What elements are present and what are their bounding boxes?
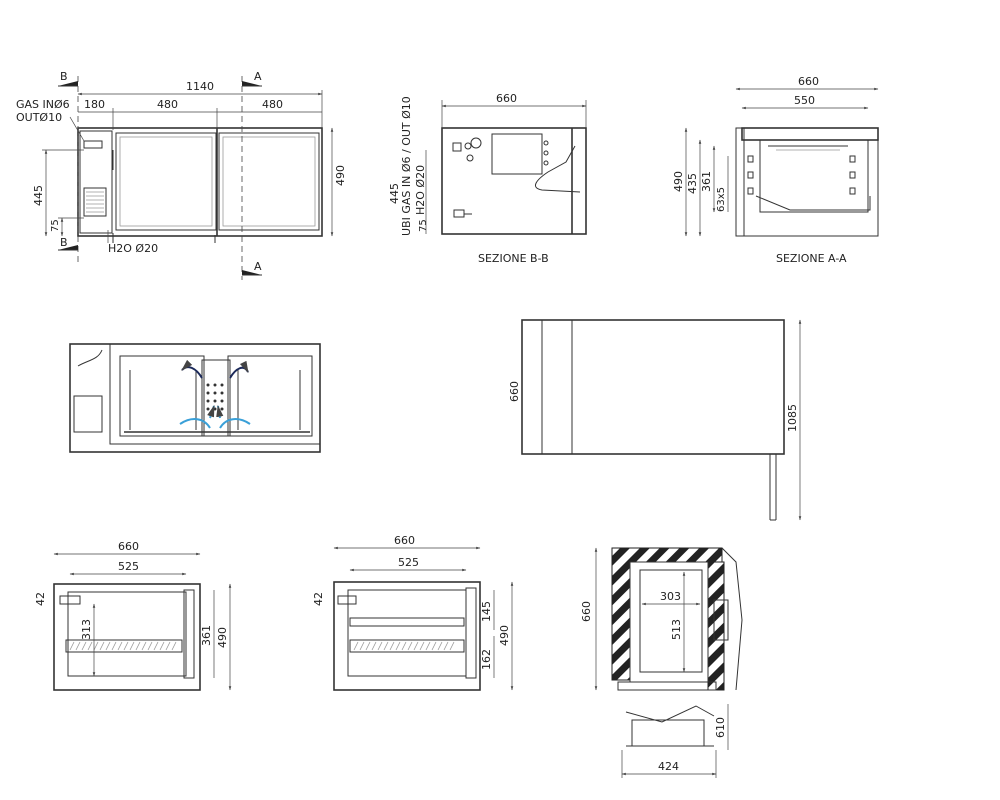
br-dim-660: 660 [580,601,593,622]
bb-dim-660: 660 [496,92,517,105]
section-marker-b-bottom: B [58,236,78,251]
section-aa-caption: SEZIONE A-A [776,252,847,265]
dim-445: 445 [32,185,45,206]
section-label-a-bottom: A [254,260,262,273]
bm-dim-145: 145 [480,601,493,622]
bm-dim-42: 42 [312,592,325,606]
glass-door-left [115,132,217,231]
bl-dim-313: 313 [80,619,93,640]
aa-dim-490: 490 [672,171,685,192]
aa-dim-550: 550 [794,94,815,107]
bb-dim-75: 75 [418,219,429,232]
bl-dim-42: 42 [34,592,47,606]
section-label-a-top: A [254,70,262,83]
plan-view-top: 1085 660 [508,319,802,521]
wall-hatch-right [707,561,725,691]
br-dim-513: 513 [670,619,683,640]
bl-dim-361: 361 [200,625,213,646]
bb-gas-label: UBI GAS IN Ø6 / OUT Ø10 [400,96,413,236]
section-label-b-bottom: B [60,236,68,249]
plan-dim-1085: 1085 [786,404,799,432]
airflow-arrow-left [181,359,203,379]
plan-view-airflow [69,343,321,453]
section-bb-caption: SEZIONE B-B [478,252,549,265]
aa-dim-435: 435 [686,173,699,194]
aa-dim-361: 361 [700,171,713,192]
dim-490: 490 [334,165,347,186]
gas-pipe [534,145,581,193]
bm-dim-660: 660 [394,534,415,547]
glass-door-right [218,132,320,231]
wall-hatch-left [611,547,723,681]
aa-dim-63x5: 63x5 [716,187,727,212]
dim-480-right: 480 [262,98,283,111]
side-section-middle: 660 525 145 162 490 42 [312,534,514,691]
cold-air-left [179,418,211,429]
grille-left [69,641,177,651]
gas-connector [83,140,103,149]
section-marker-a-bottom: A [242,260,262,276]
dim-75: 75 [50,219,61,232]
br-dim-303: 303 [660,590,681,603]
bl-dim-490: 490 [216,627,229,648]
installation-plan: 660 303 513 610 424 [580,547,743,778]
electrical-box [491,133,543,175]
bl-dim-525: 525 [118,560,139,573]
water-label: H2O Ø20 [108,242,158,255]
br-dim-424: 424 [658,760,679,773]
shelf-clips [747,155,856,195]
aa-dim-660: 660 [798,75,819,88]
vent-grille [83,187,107,217]
cold-air-right [219,418,251,429]
bb-dim-445: 445 [388,183,401,204]
grille-middle [353,641,455,651]
side-section-left: 660 525 313 361 490 42 [34,540,232,691]
airflow-holes [206,383,224,411]
front-cabinet-outline [77,127,323,237]
dim-180: 180 [84,98,105,111]
section-aa: 660 550 490 435 361 63x5 SEZIONE A-A [672,75,879,265]
br-dim-610: 610 [714,717,727,738]
section-marker-a-top: A [242,70,262,87]
compressor-panel [79,130,113,234]
bm-dim-525: 525 [398,556,419,569]
bl-dim-660: 660 [118,540,139,553]
gas-out-label: OUTØ10 [16,111,62,124]
section-label-b-top: B [60,70,68,83]
section-bb: 660 445 UBI GAS IN Ø6 / OUT Ø10 H2O Ø20 … [388,92,587,265]
bm-dim-162: 162 [480,649,493,670]
dim-480-left: 480 [157,98,178,111]
gas-in-label: GAS INØ6 [16,98,70,111]
airflow-arrow-right [229,360,249,379]
front-view: B B A A 1140 180 480 480 GAS INØ6 OUTØ10 [16,70,347,280]
bm-dim-490: 490 [498,625,511,646]
section-marker-b-top: B [58,70,78,87]
plan-dim-660: 660 [508,381,521,402]
bb-water-label: H2O Ø20 [414,165,427,215]
dim-1140: 1140 [186,80,214,93]
